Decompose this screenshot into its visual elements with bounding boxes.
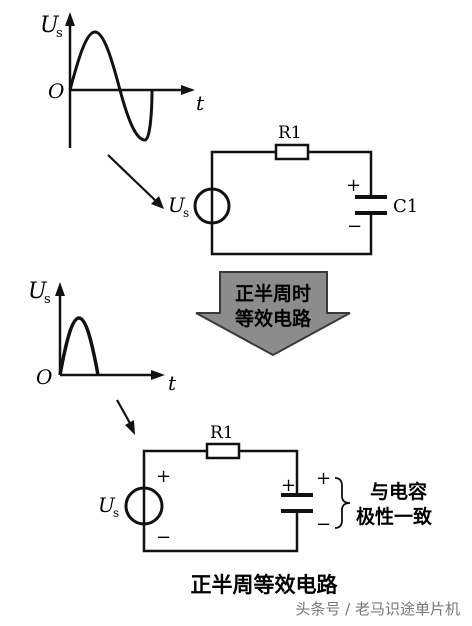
top-resistor-label: R1 [278, 123, 302, 143]
top-circuit-wire [210, 150, 373, 256]
transition-arrow-line2: 等效电路 [234, 307, 312, 330]
diagram-caption: 正半周等效电路 [191, 573, 339, 597]
bottom-circuit [124, 442, 351, 553]
bottom-half-sine-wave [58, 316, 100, 376]
top-source-label: U [168, 193, 186, 217]
top-y-label: U [40, 13, 60, 38]
polarity-note-line2: 极性一致 [356, 505, 433, 528]
top-capacitor-label: C1 [393, 196, 418, 217]
top-source-subscript: s [183, 206, 189, 220]
bottom-origin-label: O [36, 365, 52, 389]
transition-arrow [195, 271, 351, 357]
bottom-waveform-graph [55, 282, 165, 380]
bottom-resistor-r1 [205, 442, 241, 460]
bottom-y-label: U [28, 279, 48, 304]
bottom-resistor-label: R1 [210, 423, 234, 443]
top-waveform-graph [65, 12, 195, 148]
top-y-axis-arrowhead [65, 12, 75, 26]
top-sine-wave [68, 30, 154, 142]
polarity-note-line1: 与电容 [370, 480, 427, 503]
bottom-source-subscript: s [113, 506, 119, 520]
bottom-circuit-wire [142, 449, 299, 553]
bottom-x-label: t [168, 371, 177, 395]
top-circuit [193, 143, 387, 256]
bottom-x-axis-arrowhead [151, 370, 165, 380]
outer-plus: + [316, 468, 331, 489]
top-pointer-arrow [107, 154, 164, 209]
bottom-y-subscript: s [44, 292, 51, 307]
top-resistor-r1 [274, 143, 310, 161]
bottom-pointer-arrow [116, 399, 135, 435]
top-origin-label: O [48, 79, 64, 103]
top-x-label: t [196, 91, 205, 115]
bottom-source-minus: − [156, 527, 171, 548]
top-x-axis-arrowhead [181, 85, 195, 95]
outer-minus: − [316, 514, 331, 535]
top-capacitor-plus: + [346, 175, 361, 196]
bottom-y-axis-arrowhead [55, 282, 65, 296]
top-y-subscript: s [56, 26, 63, 41]
top-capacitor-minus: − [347, 216, 362, 237]
watermark: 头条号 / 老马识途单片机 [295, 600, 460, 618]
transition-arrow-line1: 正半周时 [235, 282, 311, 305]
bottom-source-label: U [98, 493, 116, 517]
bottom-capacitor-plus: + [281, 475, 296, 496]
polarity-brace [334, 477, 351, 529]
bottom-source-plus: + [156, 466, 171, 487]
transition-arrow-shape [195, 271, 351, 357]
